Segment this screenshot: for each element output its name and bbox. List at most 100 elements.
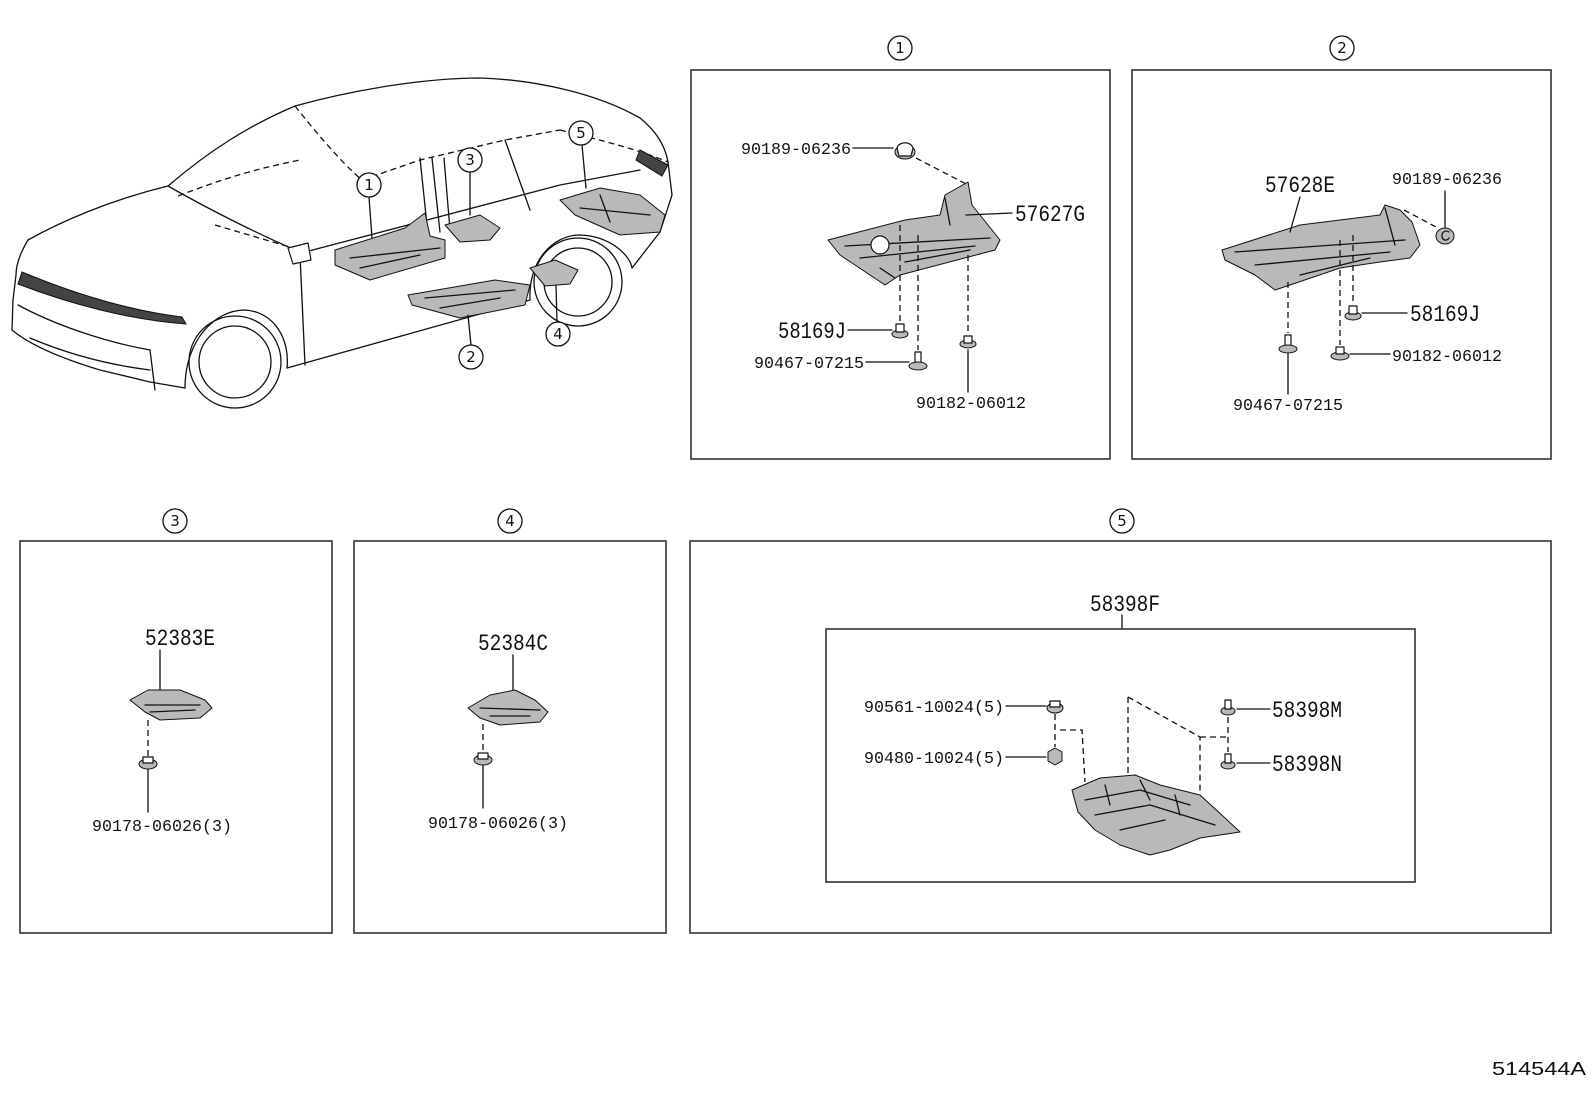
front-grille-line: [17, 304, 151, 351]
windshield-hidden-line: [294, 105, 363, 181]
nut-dashed-lines: [1054, 714, 1086, 783]
panel-4-frame: [353, 540, 667, 934]
label-58169J-rear[interactable]: 58169J: [1410, 302, 1480, 328]
assembly-group-frame: [825, 628, 1416, 883]
panel-2-title-number: 2: [1337, 39, 1347, 57]
lower-grille-line: [29, 337, 151, 371]
hood-front-edge: [27, 185, 169, 241]
cover-2-leader: [1289, 196, 1301, 233]
label-52383E[interactable]: 52383E: [145, 626, 215, 652]
panel-2-title: 2: [1329, 35, 1355, 61]
overview-part-2: [407, 279, 531, 319]
panel-5-title-number: 5: [1117, 512, 1127, 530]
callout-1-number: 1: [364, 176, 374, 194]
label-90189-06236[interactable]: 90189-06236: [741, 141, 851, 160]
bumper-corner-line: [149, 349, 156, 391]
label-58169J[interactable]: 58169J: [778, 319, 846, 345]
clip-dashed-line: [915, 157, 969, 186]
vehicle-overview: 1 3 5 2 4: [11, 77, 673, 409]
belt-line: [304, 169, 641, 253]
callout-1[interactable]: 1: [356, 172, 382, 198]
panel-2: 2 57628E 90189-06236 58169J 90182-06012: [1131, 35, 1552, 460]
callout-4[interactable]: 4: [545, 321, 571, 347]
callout-4-leader: [555, 284, 558, 323]
clip-n-fastener: [1220, 753, 1236, 770]
overview-part-1: [334, 212, 446, 281]
panel-5: 5 58398F 90561-10024(5) 90480-10024(5) 5…: [689, 508, 1552, 934]
nut-b-fastener: [1047, 747, 1063, 766]
front-wheel: [188, 315, 282, 409]
label-58398M[interactable]: 58398M: [1272, 698, 1342, 724]
side-mirror: [287, 242, 312, 265]
label-90178-06026-3[interactable]: 90178-06026(3): [92, 818, 232, 837]
nut-a-fastener: [1046, 700, 1064, 714]
front-bumper-outline: [11, 239, 186, 389]
front-light-bar: [17, 271, 187, 325]
diagram-code: 514544A: [1492, 1059, 1586, 1079]
callout-2[interactable]: 2: [458, 344, 484, 370]
callout-5[interactable]: 5: [568, 120, 594, 146]
roof-line: [294, 77, 669, 163]
clip-fastener: [894, 142, 916, 160]
cover-3-detail: [144, 704, 201, 713]
cover-detail-lines: [844, 197, 991, 279]
label-90480-10024-5[interactable]: 90480-10024(5): [864, 750, 1004, 769]
rear-body: [631, 161, 673, 269]
label-58398F[interactable]: 58398F: [1090, 592, 1160, 618]
label-90467-07215[interactable]: 90467-07215: [754, 355, 864, 374]
panel-5-frame: [689, 540, 1552, 934]
fender-edge: [167, 185, 301, 253]
callout-2-number: 2: [466, 348, 476, 366]
label-57628E[interactable]: 57628E: [1265, 173, 1335, 199]
overview-part-4: [529, 259, 579, 287]
overview-part-5-detail: [579, 194, 651, 223]
front-floor-cover-57627G[interactable]: [827, 181, 1001, 286]
callout-3[interactable]: 3: [457, 147, 483, 173]
rear-floor-cover-57628E[interactable]: [1221, 204, 1421, 291]
a-pillar: [167, 105, 296, 187]
floor-hidden-line: [214, 224, 301, 251]
panel-4-title-number: 4: [505, 512, 515, 530]
clip-2-fastener: [1435, 227, 1455, 245]
clip-2-dashed-line: [1403, 209, 1439, 229]
label-58398N[interactable]: 58398N: [1272, 752, 1342, 778]
label-90182-06012-rear[interactable]: 90182-06012: [1392, 348, 1502, 367]
door-front-line: [299, 254, 306, 366]
label-90561-10024-5[interactable]: 90561-10024(5): [864, 699, 1004, 718]
callout-5-number: 5: [576, 124, 586, 142]
label-57627G[interactable]: 57627G: [1015, 202, 1085, 228]
screw-2-fastener: [1278, 334, 1298, 354]
callout-5-leader: [581, 144, 587, 189]
insulator-detail-lines: [1084, 779, 1216, 831]
panel-3: 3 52383E 90178-06026(3): [19, 508, 333, 934]
panel-4: 4 52384C 90178-06026(3): [353, 508, 667, 934]
rear-wheel: [533, 237, 623, 327]
label-90178-06026-3-b[interactable]: 90178-06026(3): [428, 815, 568, 834]
cowl-hidden-line: [177, 159, 301, 197]
label-52384C[interactable]: 52384C: [478, 631, 548, 657]
label-90189-06236-rear[interactable]: 90189-06236: [1392, 171, 1502, 190]
panel-1: 1 90189-06236 57627G 58169J 90467-07215: [690, 35, 1111, 460]
panel-3-title: 3: [162, 508, 188, 534]
cover-2-detail-lines: [1234, 207, 1406, 276]
c-pillar-line: [504, 139, 531, 211]
panel-5-title: 5: [1109, 508, 1135, 534]
nut-fastener: [959, 335, 977, 349]
label-90182-06012[interactable]: 90182-06012: [916, 395, 1026, 414]
panel-1-frame: [690, 69, 1111, 460]
overview-part-1-detail: [349, 247, 441, 269]
front-wheel-arch: [184, 309, 289, 389]
clip-dashed-lines: [1127, 696, 1229, 815]
nut-2-fastener: [1330, 346, 1350, 361]
label-90467-07215-rear[interactable]: 90467-07215: [1233, 397, 1343, 416]
rear-light: [635, 149, 669, 177]
nut-4-fastener: [473, 752, 493, 766]
panel-4-title: 4: [497, 508, 523, 534]
panel-2-frame: [1131, 69, 1552, 460]
overview-part-3: [444, 214, 501, 243]
b-pillar-line-2: [431, 157, 441, 233]
cover-drain-hole: [870, 235, 890, 255]
panel-3-frame: [19, 540, 333, 934]
clip-m-fastener: [1220, 699, 1236, 716]
